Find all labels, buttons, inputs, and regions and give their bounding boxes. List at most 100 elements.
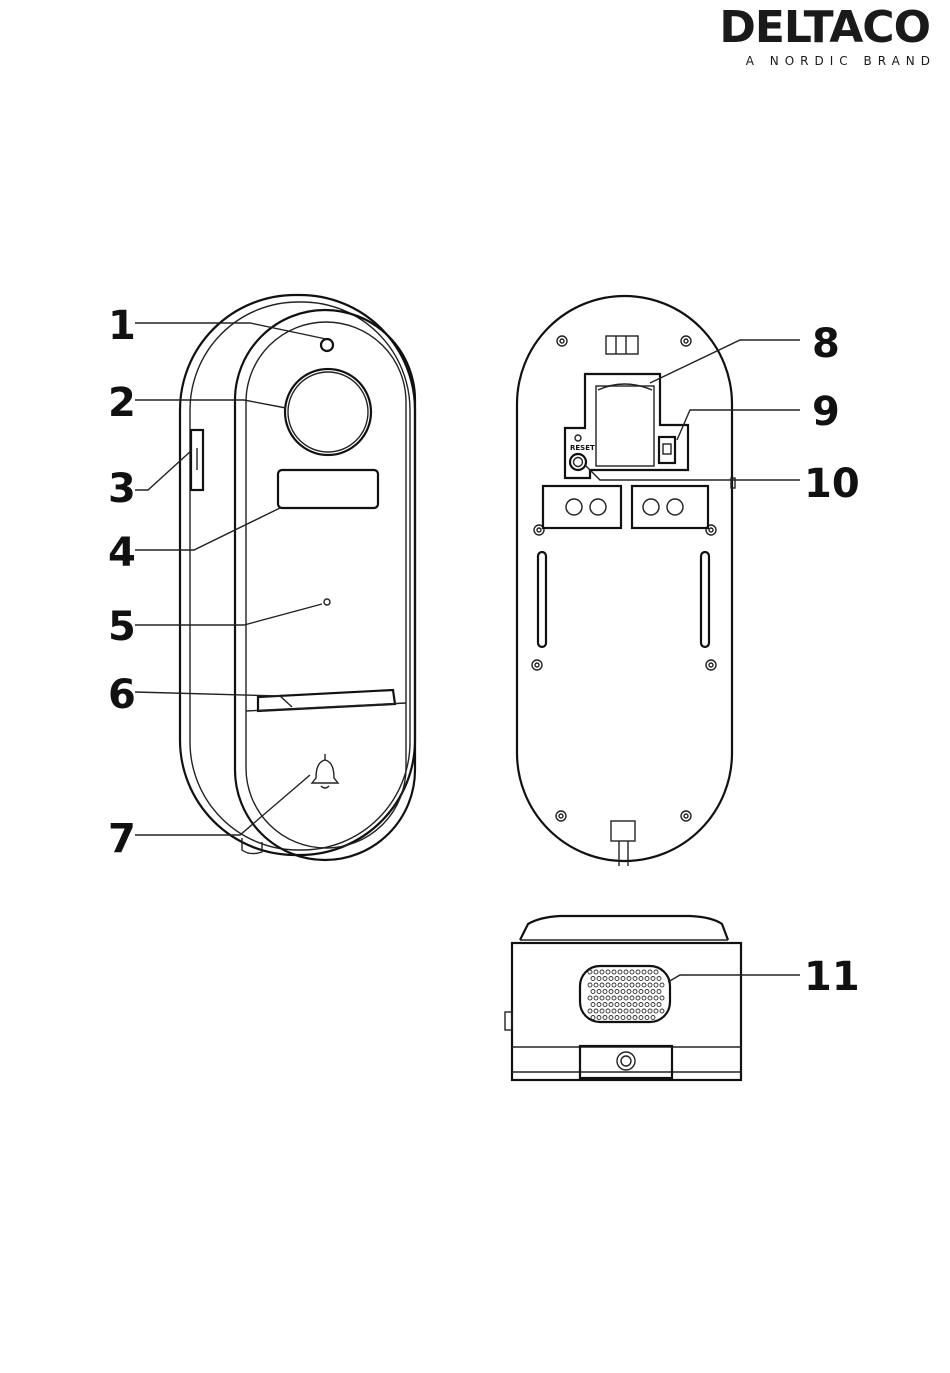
speaker-hole bbox=[606, 996, 610, 1000]
speaker-hole bbox=[633, 990, 637, 994]
bell-icon bbox=[312, 754, 338, 788]
speaker-hole bbox=[654, 1009, 658, 1013]
callout-8: 8 bbox=[812, 321, 840, 367]
front-leader-lines bbox=[135, 323, 326, 835]
front-view bbox=[180, 295, 415, 860]
reset-button bbox=[570, 454, 586, 470]
speaker-holes bbox=[588, 970, 664, 1020]
speaker-hole bbox=[642, 996, 646, 1000]
speaker-hole bbox=[657, 1003, 661, 1007]
speaker-hole bbox=[618, 1009, 622, 1013]
speaker-hole bbox=[660, 1009, 664, 1013]
speaker-hole bbox=[621, 1016, 625, 1020]
led-ring bbox=[258, 690, 395, 711]
speaker-hole bbox=[645, 1003, 649, 1007]
back-leader-lines bbox=[586, 340, 800, 480]
speaker-hole bbox=[600, 996, 604, 1000]
power-switch bbox=[659, 437, 675, 463]
speaker-hole bbox=[597, 977, 601, 981]
speaker-hole bbox=[648, 970, 652, 974]
speaker-hole bbox=[600, 970, 604, 974]
callout-10: 10 bbox=[804, 461, 860, 507]
speaker-hole bbox=[633, 1016, 637, 1020]
speaker-hole bbox=[633, 977, 637, 981]
callout-1: 1 bbox=[108, 303, 136, 349]
speaker-hole bbox=[615, 977, 619, 981]
speaker-hole bbox=[654, 970, 658, 974]
speaker-hole bbox=[606, 970, 610, 974]
speaker-hole bbox=[594, 996, 598, 1000]
callout-3: 3 bbox=[108, 466, 136, 512]
speaker-hole bbox=[651, 1016, 655, 1020]
reset-label: RESET bbox=[570, 444, 595, 452]
speaker-hole bbox=[600, 1009, 604, 1013]
speaker-hole bbox=[639, 1016, 643, 1020]
speaker-hole bbox=[630, 996, 634, 1000]
speaker-hole bbox=[642, 1009, 646, 1013]
speaker-hole bbox=[648, 1009, 652, 1013]
speaker-hole bbox=[591, 990, 595, 994]
speaker-hole bbox=[621, 1003, 625, 1007]
speaker-hole bbox=[603, 1016, 607, 1020]
speaker-hole bbox=[645, 1016, 649, 1020]
speaker-hole bbox=[630, 970, 634, 974]
speaker-hole bbox=[588, 970, 592, 974]
speaker-hole bbox=[612, 970, 616, 974]
speaker-grille bbox=[580, 966, 670, 1022]
speaker-hole bbox=[612, 1009, 616, 1013]
callout-4: 4 bbox=[108, 530, 136, 576]
speaker-hole bbox=[597, 990, 601, 994]
speaker-hole bbox=[606, 1009, 610, 1013]
speaker-hole bbox=[624, 983, 628, 987]
pir-sensor bbox=[278, 470, 378, 508]
chime-body bbox=[512, 943, 741, 1080]
callout-9: 9 bbox=[812, 389, 840, 435]
speaker-hole bbox=[642, 983, 646, 987]
light-sensor bbox=[321, 339, 333, 351]
speaker-hole bbox=[660, 996, 664, 1000]
front-face bbox=[235, 310, 415, 860]
speaker-hole bbox=[603, 977, 607, 981]
speaker-hole bbox=[615, 1016, 619, 1020]
back-screws bbox=[532, 336, 716, 821]
speaker-hole bbox=[654, 996, 658, 1000]
speaker-hole bbox=[651, 990, 655, 994]
speaker-hole bbox=[639, 990, 643, 994]
speaker-hole bbox=[639, 1003, 643, 1007]
speaker-hole bbox=[597, 1016, 601, 1020]
speaker-hole bbox=[618, 996, 622, 1000]
microphone bbox=[324, 599, 330, 605]
speaker-hole bbox=[621, 990, 625, 994]
callout-5: 5 bbox=[108, 604, 136, 650]
speaker-hole bbox=[603, 1003, 607, 1007]
speaker-hole bbox=[654, 983, 658, 987]
speaker-hole bbox=[651, 977, 655, 981]
chime-leader-line bbox=[668, 975, 800, 982]
speaker-hole bbox=[618, 983, 622, 987]
speaker-hole bbox=[645, 990, 649, 994]
speaker-hole bbox=[636, 996, 640, 1000]
speaker-hole bbox=[627, 1016, 631, 1020]
speaker-hole bbox=[630, 983, 634, 987]
mounting-tab bbox=[580, 1046, 672, 1078]
speaker-hole bbox=[591, 977, 595, 981]
speaker-hole bbox=[615, 1003, 619, 1007]
speaker-hole bbox=[621, 977, 625, 981]
speaker-hole bbox=[615, 990, 619, 994]
speaker-hole bbox=[630, 1009, 634, 1013]
speaker-hole bbox=[600, 983, 604, 987]
back-plate bbox=[517, 296, 732, 861]
speaker-hole bbox=[588, 1009, 592, 1013]
speaker-hole bbox=[627, 1003, 631, 1007]
callout-7: 7 bbox=[108, 816, 136, 862]
top-clip bbox=[606, 336, 638, 354]
speaker-hole bbox=[591, 1003, 595, 1007]
callout-2: 2 bbox=[108, 380, 136, 426]
speaker-hole bbox=[594, 1009, 598, 1013]
camera-lens bbox=[285, 369, 371, 455]
speaker-hole bbox=[609, 1016, 613, 1020]
callout-6: 6 bbox=[108, 672, 136, 718]
speaker-hole bbox=[660, 983, 664, 987]
speaker-hole bbox=[594, 970, 598, 974]
